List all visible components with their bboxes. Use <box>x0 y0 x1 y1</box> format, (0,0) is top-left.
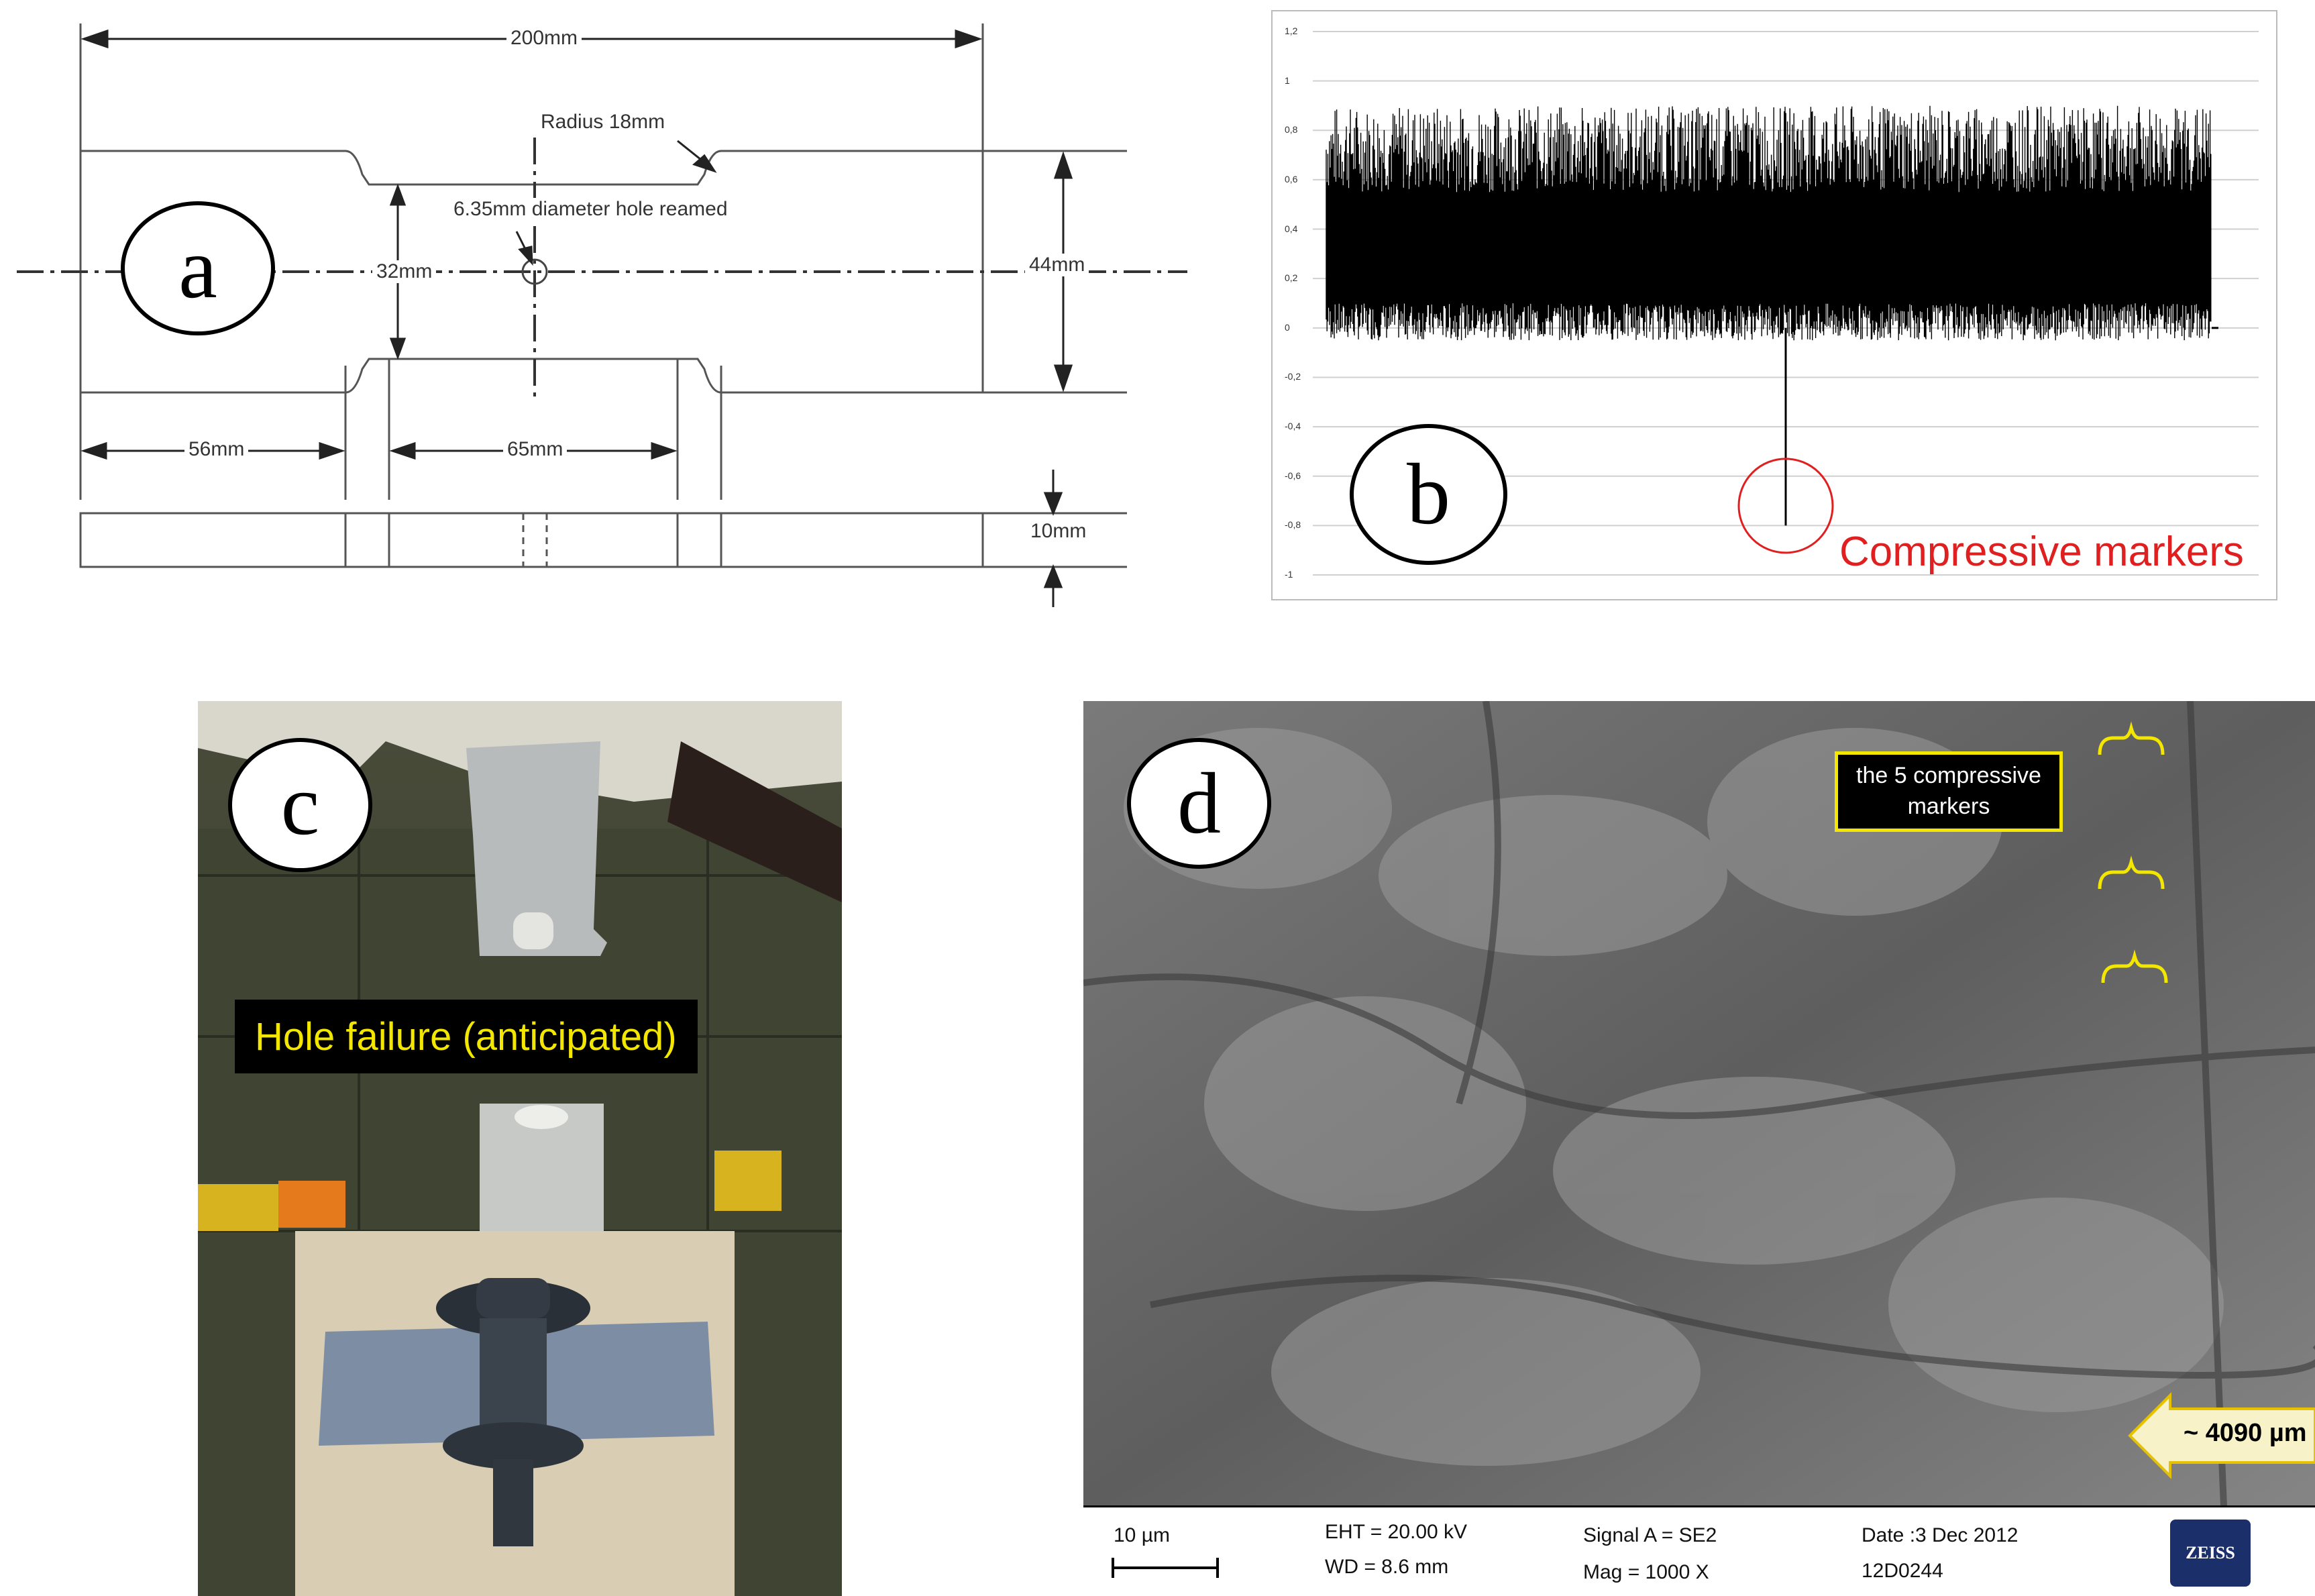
signal-value: Signal A = SE2 <box>1583 1524 1717 1546</box>
neck-width-dimension: 32mm <box>372 260 437 283</box>
scale-bar <box>1112 1558 1219 1578</box>
y-tick-label: 0,8 <box>1285 124 1298 136</box>
compressive-markers-annotation: Compressive markers <box>1839 529 2244 575</box>
y-tick-label: -0,6 <box>1285 470 1301 481</box>
gauge-length-dimension: 65mm <box>503 438 568 461</box>
date-value: Date :3 Dec 2012 <box>1862 1524 2018 1546</box>
overall-length-dimension: 200mm <box>506 27 582 50</box>
specimen-drawing-panel: a 200mm Radius 18mm 6.35mm diameter hole… <box>0 0 1207 624</box>
panel-c-label: c <box>228 738 372 872</box>
scale-bar-label: 10 µm <box>1114 1524 1170 1546</box>
panel-b-label: b <box>1350 424 1507 565</box>
y-tick-label: -0,4 <box>1285 421 1301 432</box>
y-tick-label: 0 <box>1285 321 1290 333</box>
test-rig-photo-panel: c Hole failure (anticipated) <box>198 701 842 1596</box>
panel-a-label: a <box>121 201 275 335</box>
hole-dimension: 6.35mm diameter hole reamed <box>449 198 732 221</box>
distance-arrow-label: ~ 4090 µm <box>2184 1419 2307 1447</box>
zeiss-logo-text: ZEISS <box>2186 1543 2235 1562</box>
load-signal-trace <box>1326 105 2212 341</box>
y-tick-label: -1 <box>1285 569 1293 580</box>
test-rig-photo <box>198 701 842 1596</box>
sem-info-bar: 10 µm EHT = 20.00 kV WD = 8.6 mm Signal … <box>1083 1505 2315 1596</box>
compressive-marker-circle <box>1737 458 1834 554</box>
y-tick-label: 1 <box>1285 74 1290 86</box>
eht-value: EHT = 20.00 kV <box>1325 1521 1468 1543</box>
compressive-markers-callout: the 5 compressive markers <box>1835 751 2063 832</box>
grip-length-dimension: 56mm <box>184 438 249 461</box>
load-signal-plot <box>1313 31 2259 576</box>
sample-id: 12D0244 <box>1862 1560 1943 1582</box>
mag-value: Mag = 1000 X <box>1583 1561 1709 1583</box>
y-tick-label: 0,2 <box>1285 272 1298 284</box>
full-width-dimension: 44mm <box>1025 254 1089 276</box>
y-tick-label: 0,6 <box>1285 173 1298 184</box>
sem-fractograph-panel: d the 5 compressive markers ~ 4090 µm 10… <box>1083 701 2315 1596</box>
panel-d-label: d <box>1127 738 1271 869</box>
y-tick-label: -0,2 <box>1285 371 1301 382</box>
y-tick-label: -0,8 <box>1285 519 1301 531</box>
zeiss-logo: ZEISS <box>2170 1520 2251 1587</box>
y-tick-label: 1,2 <box>1285 25 1298 36</box>
load-signal-panel: 1,2 1 0,8 0,6 0,4 0,2 0 -0,2 -0,4 -0,6 -0,8 -1 b Co… <box>1271 10 2277 600</box>
radius-dimension: Radius 18mm <box>537 111 669 134</box>
thickness-dimension: 10mm <box>1026 520 1091 543</box>
hole-failure-caption: Hole failure (anticipated) <box>235 1000 698 1073</box>
y-tick-label: 0,4 <box>1285 223 1298 234</box>
sem-fracture-surface <box>1083 701 2315 1507</box>
wd-value: WD = 8.6 mm <box>1325 1556 1449 1578</box>
